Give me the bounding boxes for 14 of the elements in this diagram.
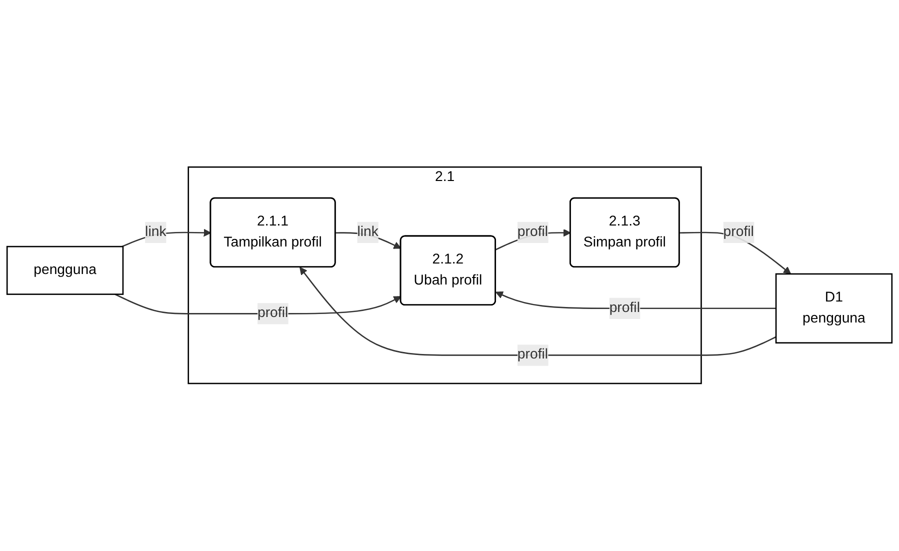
edge-label: profil	[517, 224, 548, 240]
arrow	[114, 294, 402, 315]
node-box: D1 pengguna	[775, 274, 893, 344]
edge-label: link	[145, 224, 166, 240]
arrow	[495, 292, 776, 310]
edge-label: profil	[257, 306, 288, 321]
edge-label: profil	[723, 224, 754, 240]
node-box: pengguna	[6, 246, 124, 296]
arrow	[122, 229, 212, 248]
edge-label: profil	[517, 347, 548, 362]
arrow	[300, 267, 776, 356]
edge-label: profil	[609, 300, 640, 316]
edge-label: link	[357, 224, 378, 240]
arrow	[336, 232, 402, 250]
